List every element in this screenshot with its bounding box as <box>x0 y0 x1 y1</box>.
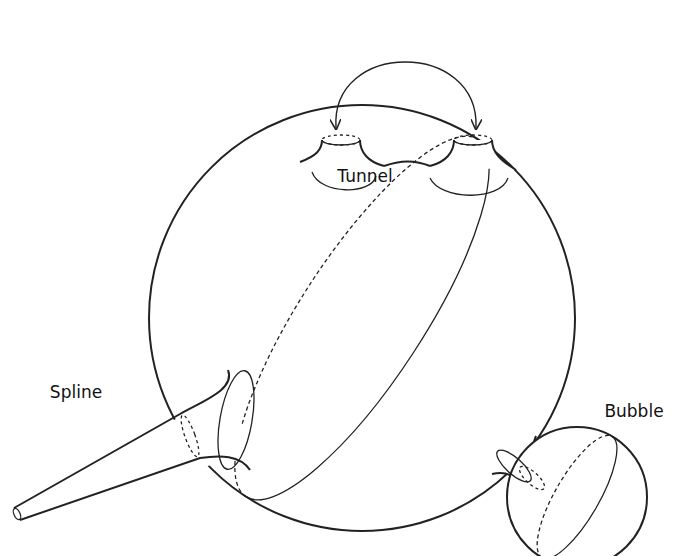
part-name: Spline <box>50 383 102 402</box>
part-name: Bubble <box>604 402 663 421</box>
part-name: Tunnel <box>337 167 392 186</box>
